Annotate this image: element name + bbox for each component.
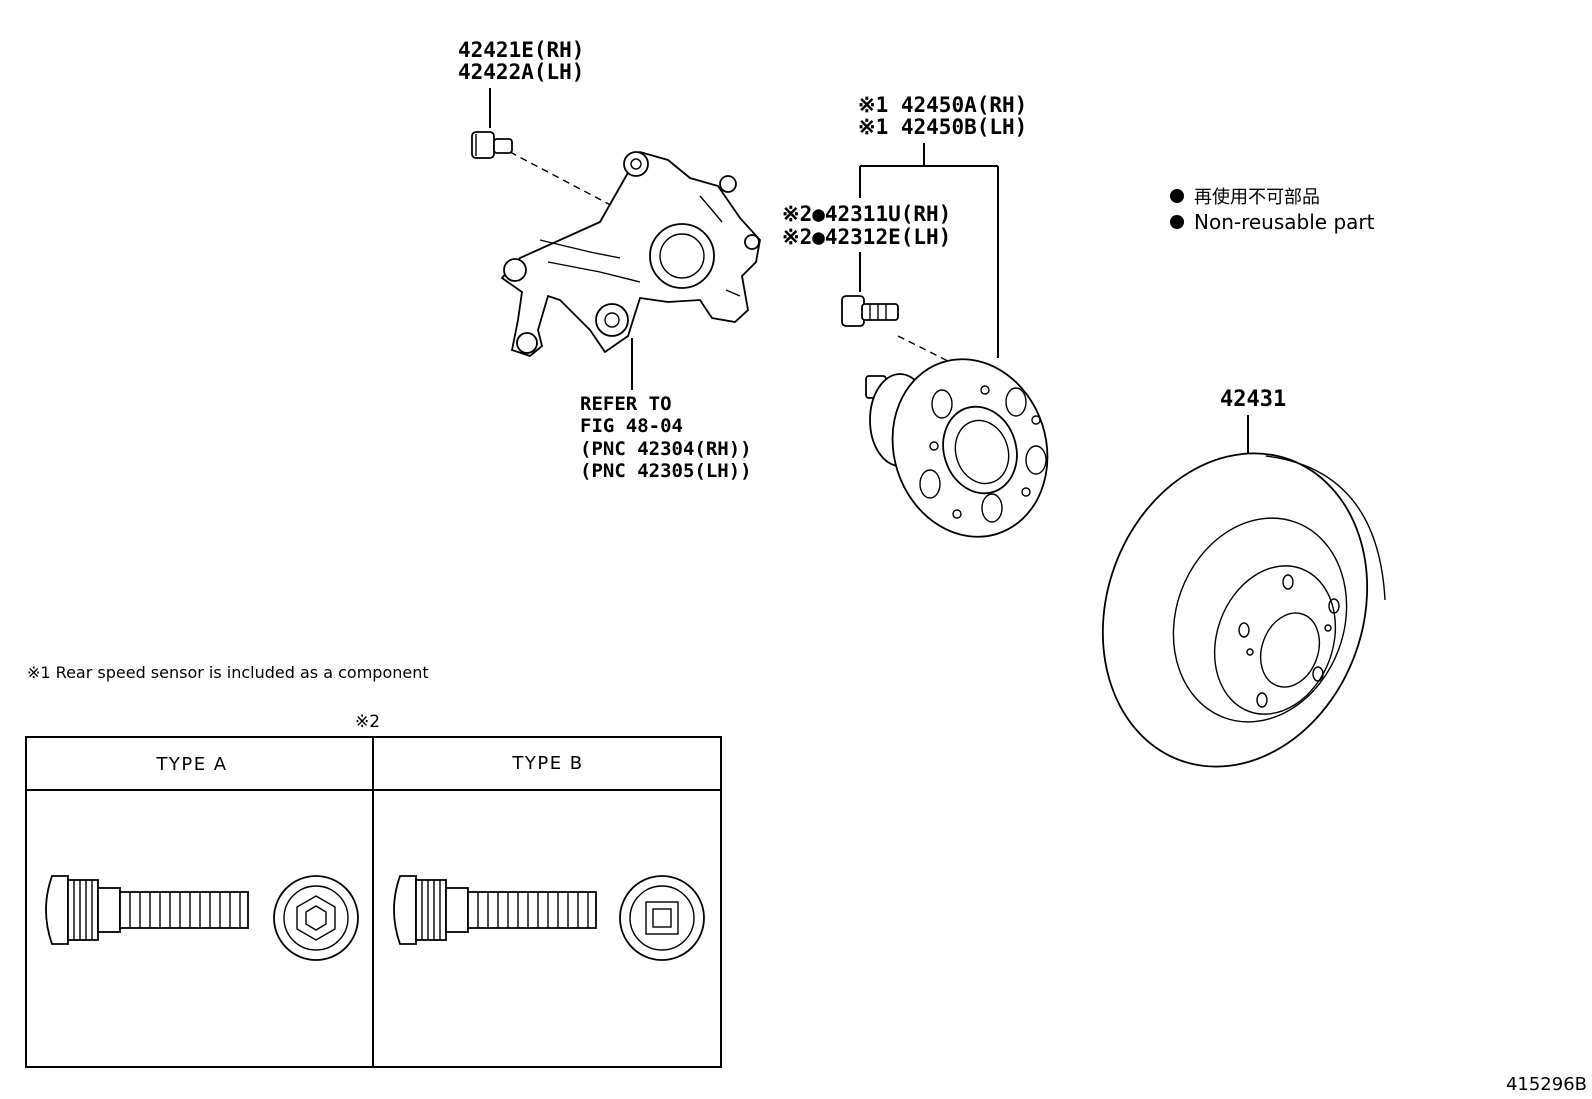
hub-bolt-callout[interactable]: ※2●42311U(RH) ※2●42312E(LH) <box>782 202 951 292</box>
type-b-header: TYPE B <box>511 753 583 774</box>
knuckle-bolt-callout[interactable]: 42421E(RH) 42422A(LH) <box>458 38 584 128</box>
filled-dot-icon <box>1170 215 1184 229</box>
knuckle-bolt-label-rh: 42421E(RH) <box>458 38 584 62</box>
disc-label: 42431 <box>1220 387 1286 412</box>
knuckle-bolt-drawing <box>471 131 621 211</box>
disc-callout[interactable]: 42431 <box>1220 387 1286 455</box>
hub-bearing-drawing <box>865 358 1049 538</box>
steering-knuckle-drawing <box>500 150 761 358</box>
type-a-bolt-drawing <box>45 875 249 945</box>
knuckle-bolt-label-lh: 42422A(LH) <box>458 60 584 84</box>
legend-jp-text: 再使用不可部品 <box>1194 187 1320 208</box>
hub-bolt-label-rh: ※2●42311U(RH) <box>782 202 951 226</box>
figure-id: 415296B <box>1506 1074 1587 1095</box>
knuckle-reference-note[interactable]: REFER TO FIG 48-04 (PNC 42304(RH)) (PNC … <box>580 393 752 482</box>
fig-ref-text: FIG 48-04 <box>580 415 683 437</box>
type-b-bolt-drawing <box>393 875 597 945</box>
hub-bolt-type-table: ※2 TYPE A TYPE B <box>25 712 722 1068</box>
pnc-rh-text: (PNC 42304(RH)) <box>580 438 752 460</box>
filled-dot-icon <box>1170 189 1184 203</box>
hub-assembly-label-lh: ※1 42450B(LH) <box>858 115 1027 139</box>
pnc-lh-text: (PNC 42305(LH)) <box>580 460 752 482</box>
legend: 再使用不可部品 Non-reusable part <box>1170 187 1375 234</box>
refer-to-text: REFER TO <box>580 393 672 415</box>
hub-bolt-label-lh: ※2●42312E(LH) <box>782 225 951 249</box>
footnote-sensor: ※1 Rear speed sensor is included as a co… <box>27 663 429 682</box>
hub-assembly-label-rh: ※1 42450A(RH) <box>858 93 1027 117</box>
disc-rotor-drawing <box>1101 452 1386 768</box>
hub-bolt-drawing <box>841 295 959 367</box>
type-a-head-end-view <box>273 875 359 961</box>
legend-en-text: Non-reusable part <box>1194 210 1375 234</box>
type-b-head-end-view <box>619 875 705 961</box>
table-marker: ※2 <box>355 712 380 732</box>
type-a-header: TYPE A <box>155 754 227 775</box>
hub-assembly-callout[interactable]: ※1 42450A(RH) ※1 42450B(LH) <box>858 93 1027 358</box>
